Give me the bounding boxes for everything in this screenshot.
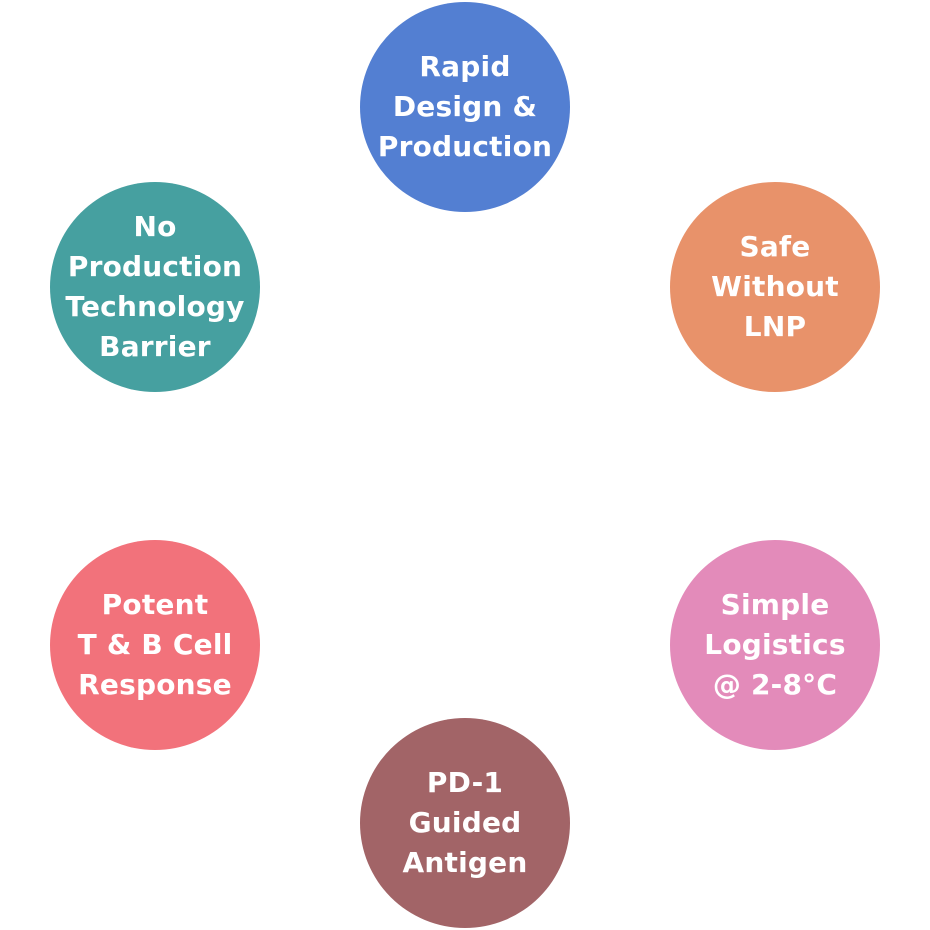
node-simple-logistics: Simple Logistics @ 2-8°C: [670, 540, 880, 750]
node-label: PD-1 Guided Antigen: [402, 766, 528, 879]
node-safe-without-lnp: Safe Without LNP: [670, 182, 880, 392]
node-label: Simple Logistics @ 2-8°C: [704, 588, 846, 701]
node-label: No Production Technology Barrier: [65, 210, 245, 363]
node-pd1-guided-antigen: PD-1 Guided Antigen: [360, 718, 570, 928]
node-label: Rapid Design & Production: [377, 50, 553, 163]
node-label: Potent T & B Cell Response: [77, 588, 233, 701]
node-label: Safe Without LNP: [711, 230, 839, 343]
node-potent-t-b-cell-response: Potent T & B Cell Response: [50, 540, 260, 750]
node-no-production-technology-barrier: No Production Technology Barrier: [50, 182, 260, 392]
node-rapid-design-production: Rapid Design & Production: [360, 2, 570, 212]
